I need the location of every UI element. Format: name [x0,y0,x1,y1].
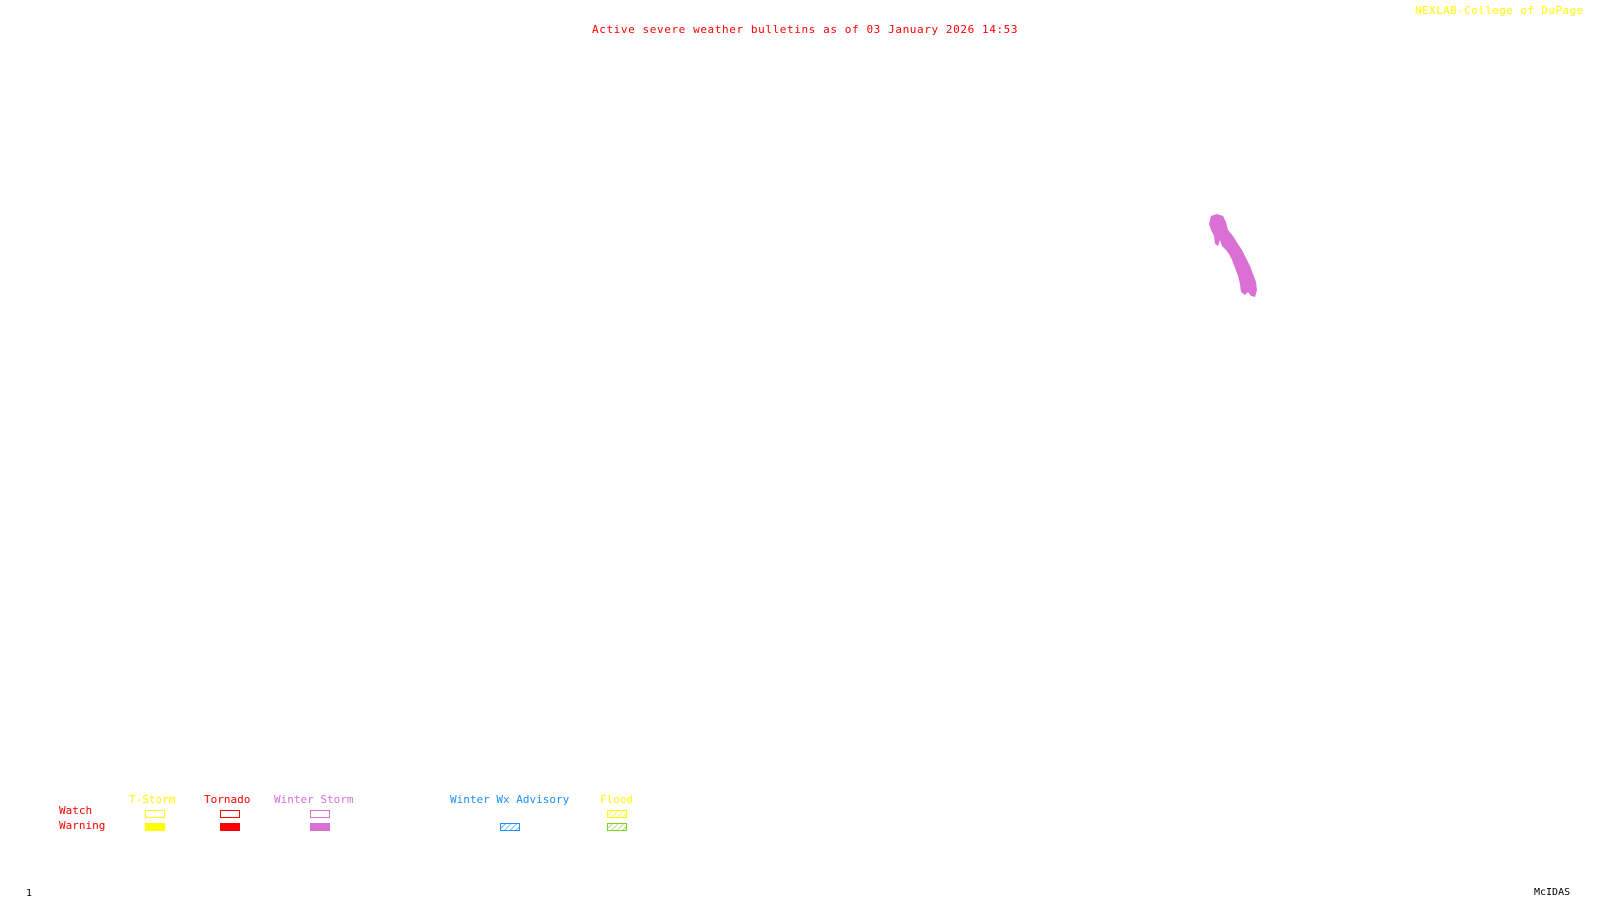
legend-tstorm-watch-swatch [145,810,165,818]
legend-flood-watch-swatch [607,810,627,818]
legend-flood-label: Flood [600,793,634,806]
legend-tstorm-warning-swatch [145,823,165,831]
legend-winter-wx-advisory-swatch [500,823,520,831]
software-label: McIDAS [1534,887,1571,898]
legend-tornado-watch-swatch [220,810,240,818]
legend-watch-label: Watch [59,804,93,817]
legend-winter-storm-label: Winter Storm [274,793,354,806]
legend-winter-storm-warning-swatch [310,823,330,831]
legend-tornado-label: Tornado [204,793,251,806]
legend-warning-label: Warning [59,819,106,832]
legend-tornado-warning-swatch [220,823,240,831]
legend-winter-storm-watch-swatch [310,810,330,818]
legend-tstorm-label: T-Storm [129,793,176,806]
legend-winter-wx-advisory-label: Winter Wx Advisory [450,793,570,806]
map-title: Active severe weather bulletins as of 03… [592,23,1019,36]
winter-storm-warning-area[interactable] [1209,214,1257,297]
legend-flood-warning-swatch [607,823,627,831]
frame-number: 1 [26,888,33,899]
credit-label: NEXLAB-College of DuPage [1415,4,1584,17]
